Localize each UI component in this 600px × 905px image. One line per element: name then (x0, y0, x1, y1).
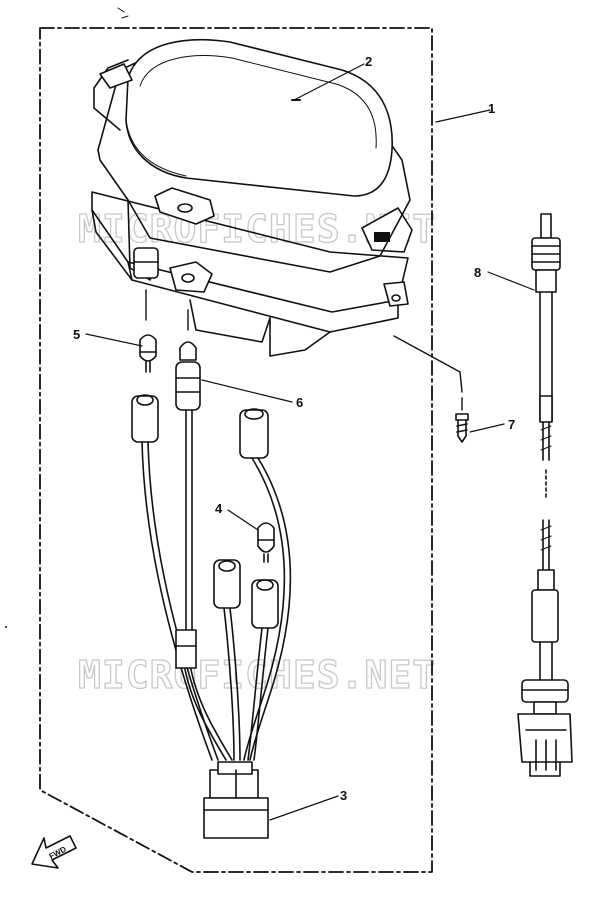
meter-lens-cover (125, 38, 393, 197)
assembly-boundary (39, 27, 433, 873)
screw-7 (393, 335, 469, 443)
mounting-bracket (91, 191, 409, 313)
callout-1: 1 (488, 101, 495, 116)
callout-4: 4 (215, 501, 223, 516)
fwd-arrow-icon: FWD (31, 835, 77, 869)
callout-2: 2 (365, 54, 372, 69)
callout-5: 5 (73, 327, 80, 342)
leader-lines (85, 63, 535, 821)
callout-7: 7 (508, 417, 515, 432)
indicator-bulb-4 (257, 522, 275, 563)
indicator-bulb-5 (139, 334, 157, 373)
meter-assembly (91, 38, 413, 357)
callout-6: 6 (296, 395, 303, 410)
bulb-socket-6 (175, 341, 201, 411)
callout-8: 8 (474, 265, 481, 280)
meter-cable (517, 213, 573, 777)
callout-3: 3 (340, 788, 347, 803)
wire-harness (131, 394, 292, 839)
